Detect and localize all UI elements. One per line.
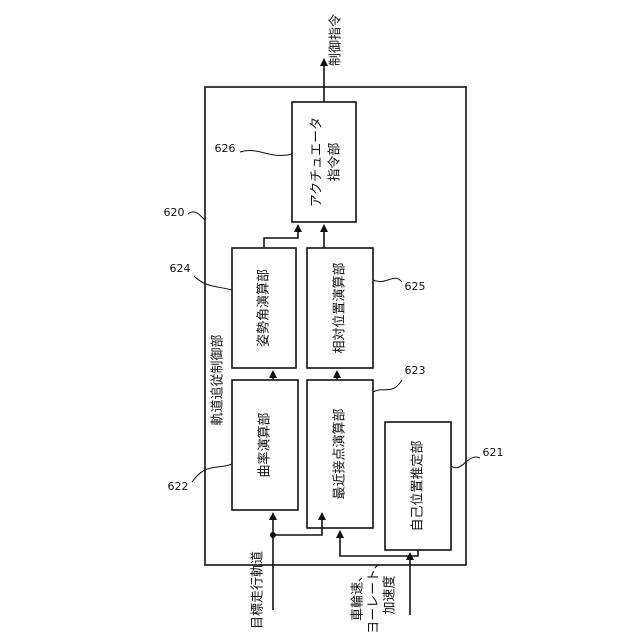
ref-624: 624 xyxy=(170,262,191,275)
ref-623: 623 xyxy=(405,364,426,377)
curvature-label: 曲率演算部 xyxy=(257,412,273,477)
ref-625: 625 xyxy=(405,280,426,293)
junction-dot xyxy=(270,532,276,538)
controller-label: 軌道追従制御部 xyxy=(210,334,226,425)
ref-620: 620 xyxy=(164,206,185,219)
ref-626: 626 xyxy=(215,142,236,155)
leader-620 xyxy=(188,212,205,220)
attitude-angle-label: 姿勢角演算部 xyxy=(256,269,272,347)
actuator-command-label-2: 指令部 xyxy=(328,142,343,181)
sensor-input-label-2: ヨーレート、 xyxy=(367,556,382,634)
actuator-command-label: アクチュエータ xyxy=(310,117,325,207)
sensor-input-label-1: 車輪速、 xyxy=(350,569,366,621)
sensor-input-label-3: 加速度 xyxy=(382,575,398,614)
trajectory-input-label: 目標走行軌道 xyxy=(250,551,266,629)
nearest-point-label: 最近接点演算部 xyxy=(332,408,348,499)
relative-position-label: 相対位置演算部 xyxy=(332,262,348,353)
ref-621: 621 xyxy=(483,446,504,459)
output-label: 制御指令 xyxy=(329,14,344,66)
ref-622: 622 xyxy=(168,480,189,493)
self-position-label: 自己位置推定部 xyxy=(411,440,426,531)
